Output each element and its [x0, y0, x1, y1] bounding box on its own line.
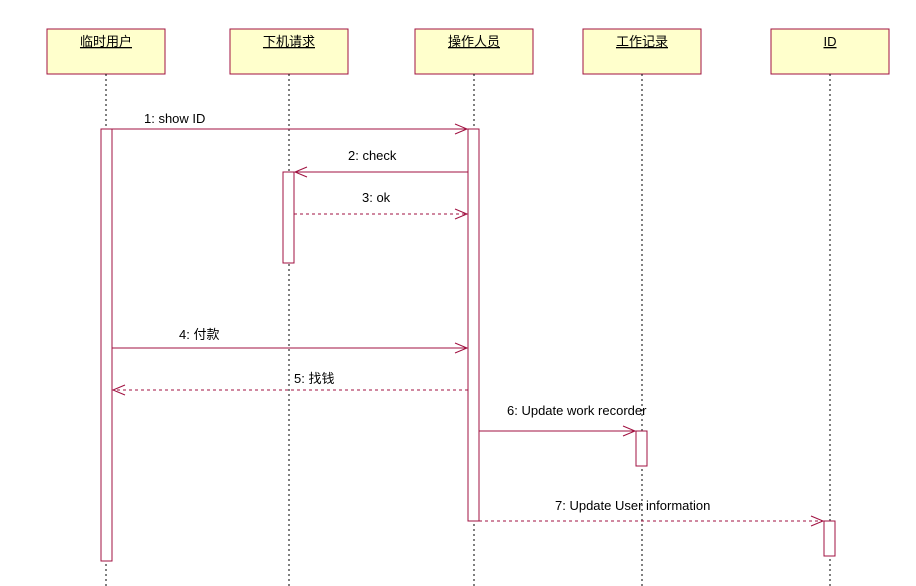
object-machine-request: 下机请求: [229, 28, 349, 75]
activation-machine-request: [282, 171, 295, 264]
object-work-record: 工作记录: [582, 28, 702, 75]
message-4-label: 4: 付款: [179, 327, 219, 342]
message-2: 2: check: [293, 148, 468, 178]
object-machine-request-label: 下机请求: [263, 34, 315, 49]
activation-work-record: [635, 430, 648, 467]
message-5: 5: 找钱: [111, 371, 468, 396]
message-3-label: 3: ok: [362, 190, 391, 205]
activation-operator: [467, 128, 480, 522]
activation-id: [823, 520, 836, 557]
message-6: 6: Update work recorder: [479, 403, 647, 437]
object-temp-user: 临时用户: [46, 28, 166, 75]
activation-temp-user: [100, 128, 113, 562]
object-work-record-label: 工作记录: [616, 34, 668, 49]
message-7-label: 7: Update User information: [555, 498, 710, 513]
message-4: 4: 付款: [112, 327, 469, 354]
message-2-label: 2: check: [348, 148, 397, 163]
object-operator: 操作人员: [414, 28, 534, 75]
message-1: 1: show ID: [112, 111, 469, 135]
message-5-label: 5: 找钱: [294, 371, 334, 386]
object-operator-label: 操作人员: [448, 34, 500, 49]
object-temp-user-label: 临时用户: [80, 34, 132, 49]
message-7: 7: Update User information: [479, 498, 825, 527]
object-id-label: ID: [824, 34, 837, 49]
object-id: ID: [770, 28, 890, 75]
message-6-label: 6: Update work recorder: [507, 403, 647, 418]
message-1-label: 1: show ID: [144, 111, 205, 126]
message-3: 3: ok: [294, 190, 469, 220]
